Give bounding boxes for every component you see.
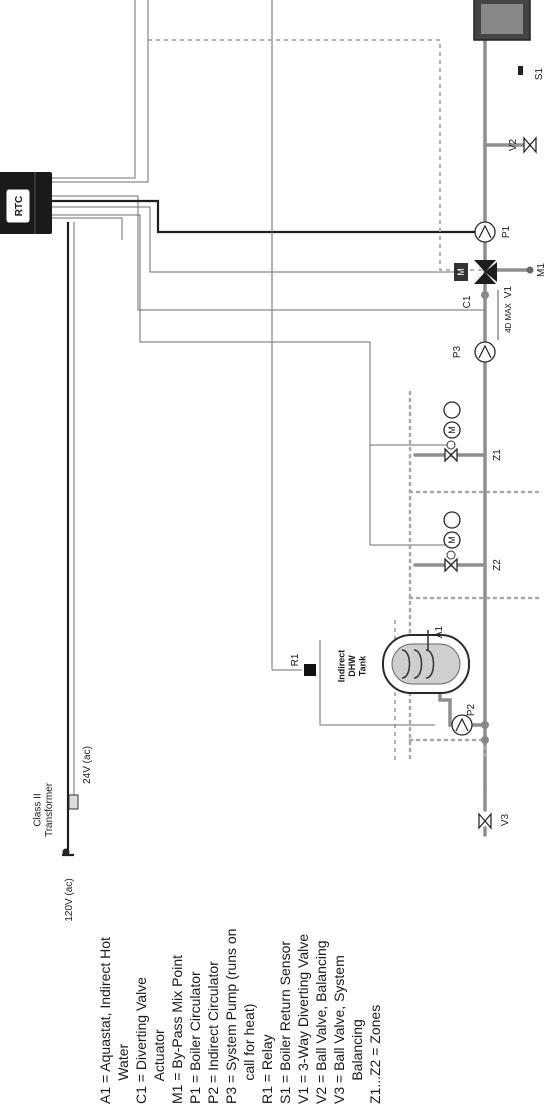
transformer-title: Class IITransformer xyxy=(32,782,55,837)
v1-three-way-valve: M C1 V1 xyxy=(454,260,514,308)
p1-boiler-circulator: P1 xyxy=(474,221,512,243)
legend-line-1: Actuator xyxy=(151,1029,167,1104)
power-wiring xyxy=(62,222,79,857)
p3-system-pump: P3 xyxy=(452,341,496,363)
transformer-labels: 120V (ac) 24V (ac) Class IITransformer xyxy=(32,746,93,922)
max-label: 4D MAX xyxy=(504,302,513,332)
label-c1: C1 xyxy=(462,295,473,308)
v2-balancing-valve: V2 xyxy=(483,136,537,154)
s1-boiler-return-sensor: S1 xyxy=(518,66,545,80)
max-spacing-note: 4D MAX xyxy=(497,290,513,340)
tank-label: IndirectDHWTank xyxy=(337,650,368,683)
control-wires xyxy=(52,0,525,671)
z2-motor-symbol: M xyxy=(447,536,457,544)
legend-line-0: A1 = Aquastat, Indirect Hot xyxy=(97,937,113,1104)
legend-line-2: M1 = By-Pass Mix Point xyxy=(169,955,185,1104)
legend-line-10: Balancing xyxy=(349,1019,365,1104)
legend-line-6: R1 = Relay xyxy=(259,1034,275,1104)
legend-line-5: call for heat) xyxy=(241,1004,257,1104)
z1-motor-symbol: M xyxy=(447,426,457,434)
legend-line-4: P2 = Indirect Circulator xyxy=(205,961,221,1104)
label-a1: A1 xyxy=(434,625,445,638)
m1-bypass-mix-point: M1 xyxy=(526,263,547,277)
label-s1: S1 xyxy=(534,67,545,80)
boiler xyxy=(473,0,531,41)
legend-line-5: P3 = System Pump (runs on xyxy=(223,929,239,1104)
transformer-symbol xyxy=(68,794,79,810)
rtc-label: RTC xyxy=(14,196,25,217)
c1-motor-symbol: M xyxy=(456,268,466,276)
zone-z1: M Z1 xyxy=(443,401,503,463)
pipe-network xyxy=(394,28,542,812)
indirect-dhw-tank: IndirectDHWTank R1 A1 xyxy=(290,625,470,726)
legend-line-3: P1 = Boiler Circulator xyxy=(187,971,203,1104)
label-v1: V1 xyxy=(503,285,514,298)
label-z1: Z1 xyxy=(492,449,503,461)
label-p3: P3 xyxy=(452,345,463,358)
label-p2: P2 xyxy=(466,703,477,716)
label-v3: V3 xyxy=(500,813,511,826)
legend-line-9: V2 = Ball Valve, Balancing xyxy=(313,940,329,1104)
p2-indirect-circulator: P2 xyxy=(451,703,477,736)
rtc-controller: RTC xyxy=(0,172,52,234)
legend-line-11: Z1...Z2 = Zones xyxy=(367,1005,383,1104)
label-v2: V2 xyxy=(508,138,519,151)
legend-line-1: C1 = Diverting Valve xyxy=(133,977,149,1104)
legend-line-10: V3 = Ball Valve, System xyxy=(331,955,347,1104)
label-p1: P1 xyxy=(501,225,512,238)
voltage-out-label: 24V (ac) xyxy=(82,746,93,784)
voltage-in-label: 120V (ac) xyxy=(64,878,75,921)
legend-line-0: Water xyxy=(115,1044,131,1104)
label-r1: R1 xyxy=(290,653,301,666)
label-z2: Z2 xyxy=(492,559,503,571)
legend-line-7: S1 = Boiler Return Sensor xyxy=(277,941,293,1104)
terminal-dot xyxy=(62,848,70,856)
v3-system-balancing-valve: V3 xyxy=(478,812,511,837)
label-m1: M1 xyxy=(536,263,547,277)
zone-z2: M Z2 xyxy=(443,511,503,573)
legend-line-8: V1 = 3-Way Diverting Valve xyxy=(295,934,311,1104)
